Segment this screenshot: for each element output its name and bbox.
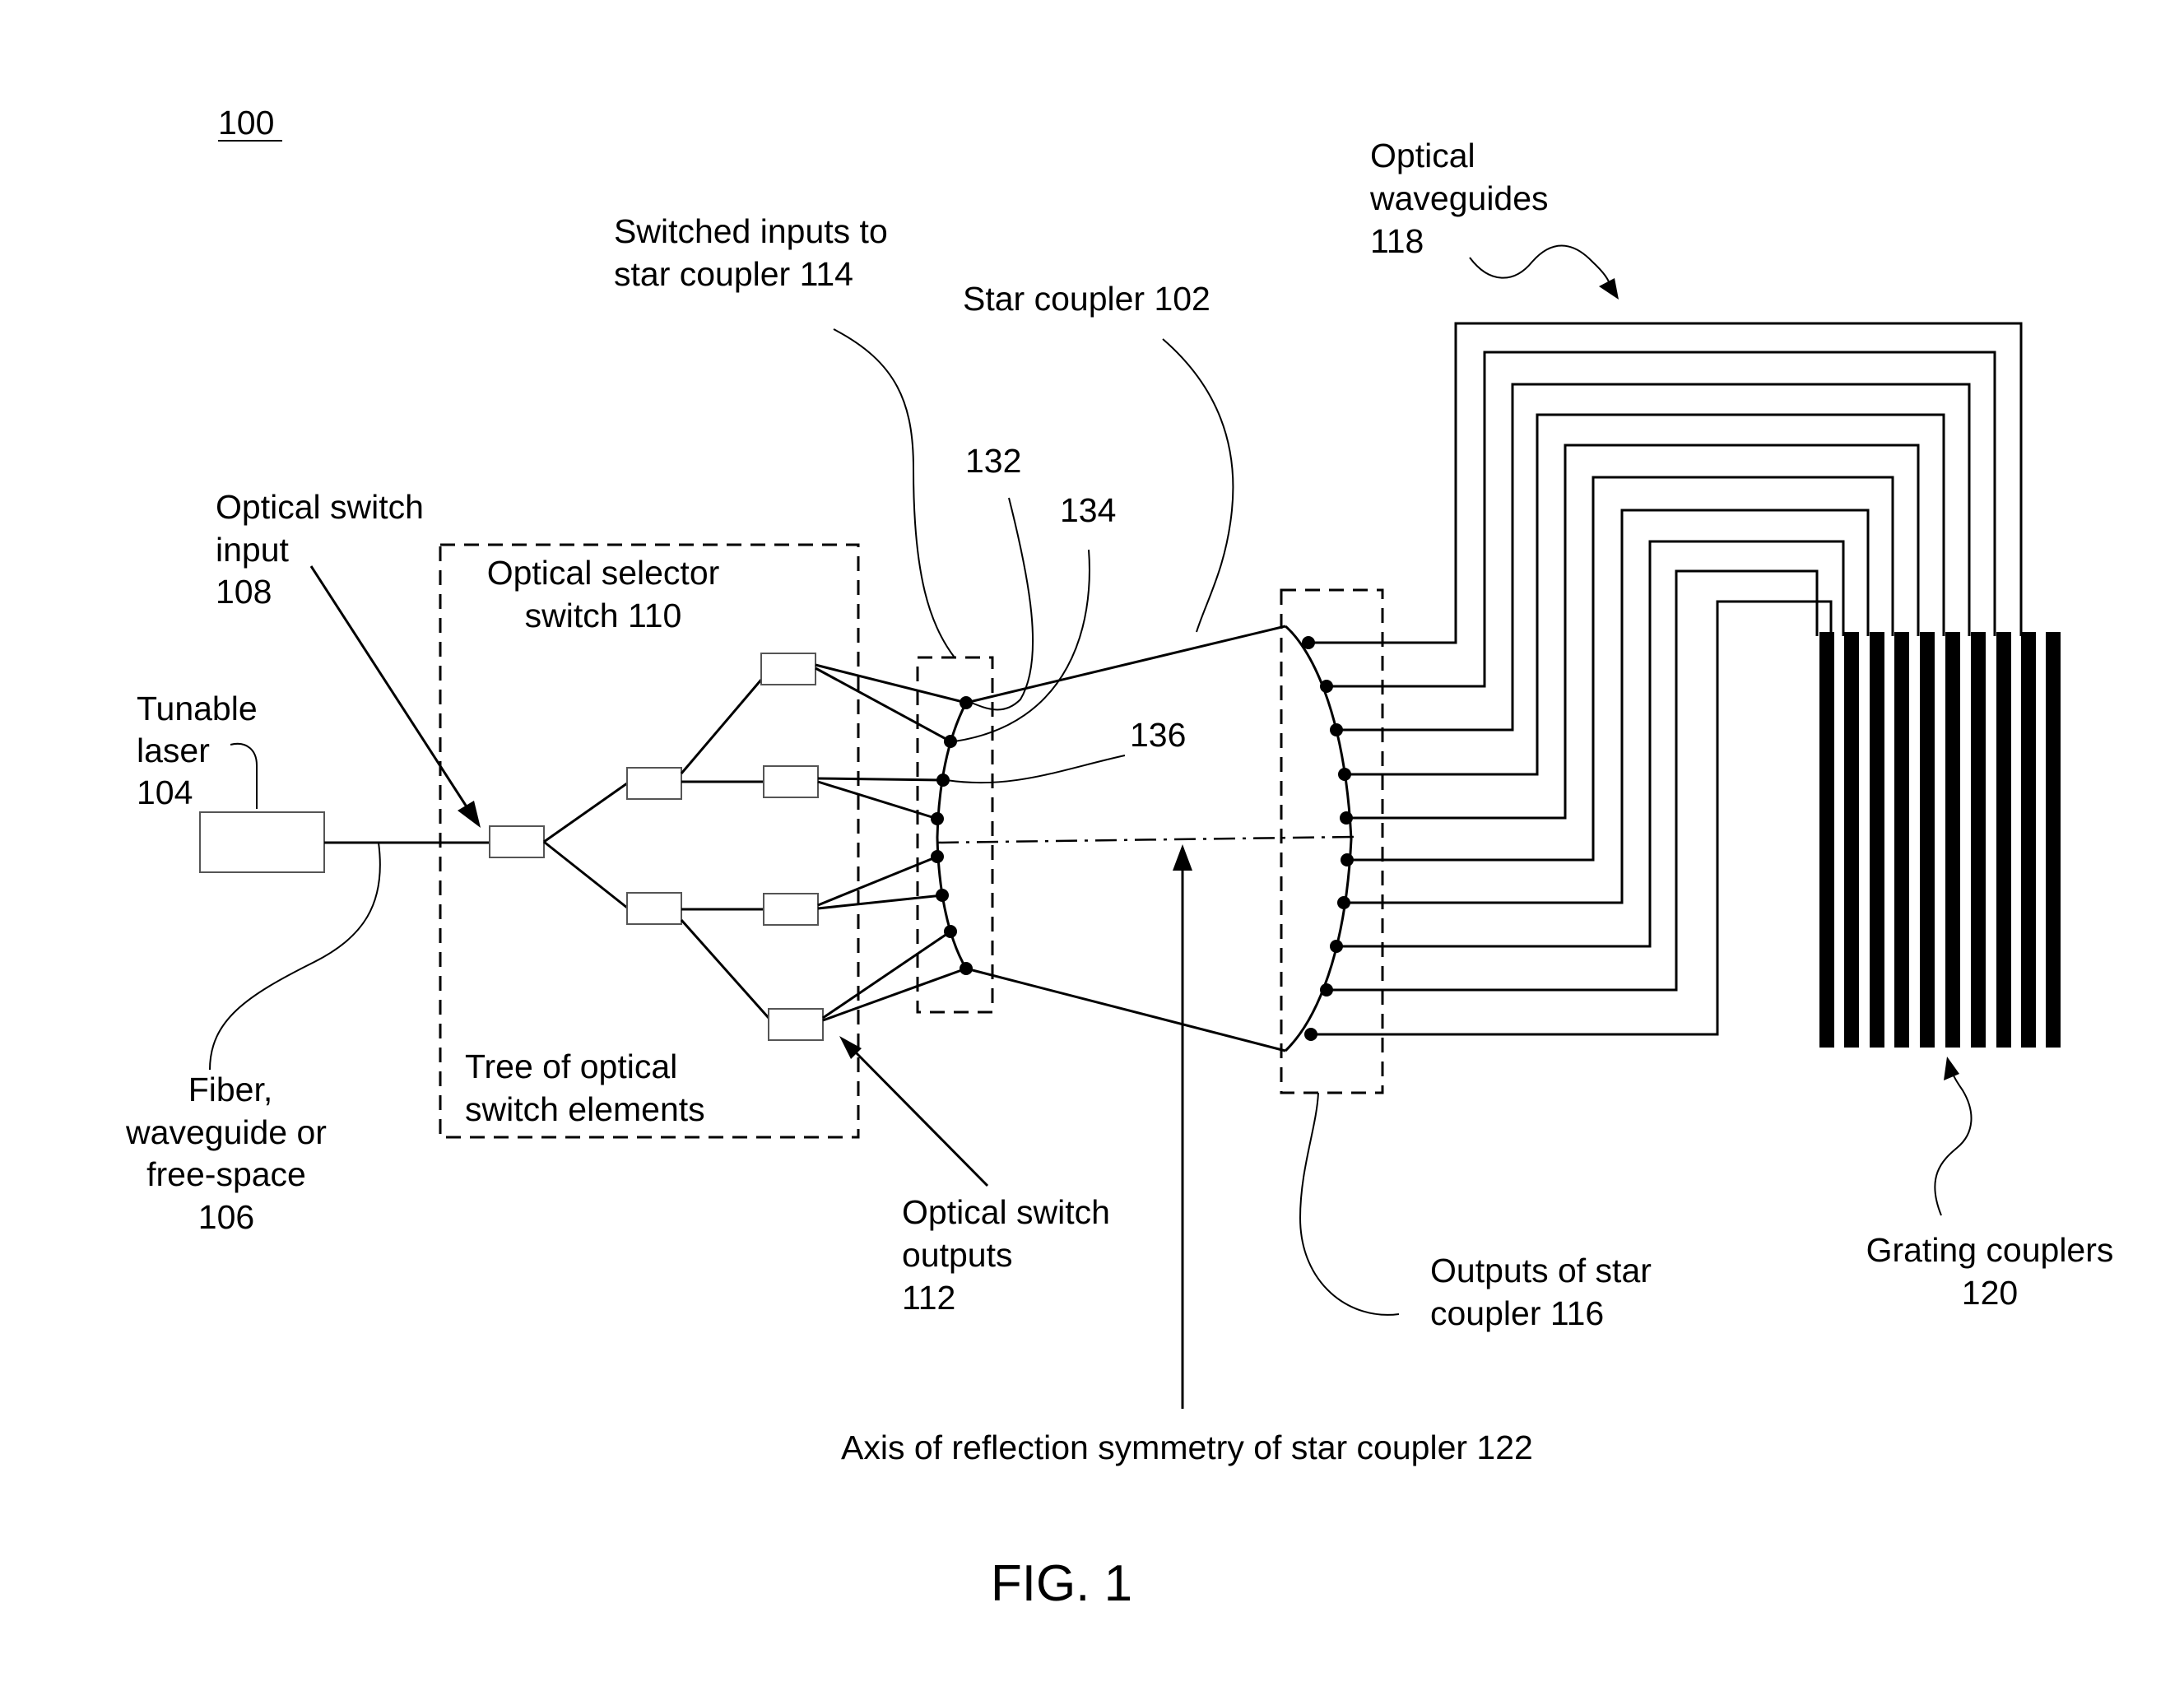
switch-outputs-label-line3: 112 [902, 1279, 955, 1317]
axis-of-symmetry-line [936, 835, 1355, 844]
switch-outputs-label-line1: Optical switch [902, 1193, 1110, 1231]
figure-reference-number: 100 [218, 104, 274, 142]
tunable-laser-label-line2: laser [137, 732, 210, 769]
waveguides-label-line1: Optical [1370, 137, 1475, 174]
fiber-label-line3: free-space [146, 1155, 306, 1193]
ref-132-label: 132 [965, 442, 1021, 480]
switch-input-label-line1: Optical switch [216, 488, 424, 526]
ref-134-label: 134 [1060, 491, 1116, 529]
selector-switch-label-line2: switch 110 [525, 597, 682, 634]
star-coupler-output-edge [1284, 625, 1353, 1052]
switched-inputs-boundary [916, 656, 994, 1014]
optical-waveguides [1302, 322, 2023, 1041]
tunable-laser-label-line3: 104 [137, 774, 193, 811]
tunable-laser-label-line1: Tunable [137, 690, 258, 727]
axis-label: Axis of reflection symmetry of star coup… [841, 1429, 1533, 1466]
leaf-switch-element-2 [763, 765, 819, 798]
star-coupler-leader [1162, 338, 1234, 633]
fiber-label-line2: waveguide or [125, 1113, 327, 1151]
switched-inputs-leader [833, 328, 955, 658]
waveguides-arrowhead [1599, 278, 1619, 300]
ref-132-leader [969, 497, 1034, 711]
fiber-label-line1: Fiber, [188, 1071, 273, 1108]
waveguides-leader [1469, 244, 1612, 289]
switched-inputs-label-line2: star coupler 114 [614, 255, 853, 293]
switch-input-label-line3: 108 [216, 573, 272, 611]
waveguides-label-line2: waveguides [1369, 179, 1549, 217]
grating-couplers-label-line1: Grating couplers [1866, 1231, 2114, 1269]
fiber-label-line4: 106 [198, 1198, 254, 1236]
star-outputs-label-line1: Outputs of star [1430, 1252, 1652, 1289]
grating-couplers-label-line2: 120 [1962, 1274, 2018, 1312]
star-coupler-input-edge [936, 702, 968, 969]
ref-136-label: 136 [1130, 716, 1186, 754]
switch-outputs-arrow-shaft [853, 1049, 989, 1187]
leaf-switch-element-1 [760, 653, 816, 685]
tunable-laser-leader [230, 742, 258, 809]
switch-outputs-label-line2: outputs [902, 1236, 1013, 1274]
switch-input-arrow-shaft [309, 565, 471, 811]
switched-inputs-label-line1: Switched inputs to [614, 212, 888, 250]
star-outputs-leader [1299, 1092, 1400, 1316]
grating-couplers-leader [1934, 1071, 1973, 1216]
optical-selector-switch-boundary [439, 543, 860, 1139]
waveguides-label-line3: 118 [1370, 222, 1424, 260]
star-coupler [931, 625, 1353, 1052]
tree-label-line1: Tree of optical [465, 1048, 677, 1085]
tunable-laser-box [199, 811, 325, 873]
grating-couplers-arrowhead [1944, 1057, 1959, 1080]
switch-element-upper [626, 767, 682, 800]
tree-label-line2: switch elements [465, 1090, 705, 1128]
star-outputs-label-line2: coupler 116 [1430, 1294, 1604, 1332]
root-switch-element [489, 825, 545, 858]
grating-couplers [1819, 632, 2061, 1048]
star-outputs-boundary [1280, 588, 1384, 1094]
selector-switch-label-line1: Optical selector [487, 554, 720, 592]
switch-element-lower [626, 892, 682, 925]
switch-outputs-arrowhead [839, 1036, 862, 1059]
figure-title: FIG. 1 [991, 1555, 1132, 1612]
fiber-leader [209, 842, 381, 1071]
axis-arrowhead [1173, 844, 1192, 871]
ref-134-leader [954, 549, 1090, 742]
star-coupler-label: Star coupler 102 [963, 280, 1210, 318]
switch-input-label-line2: input [216, 531, 290, 569]
leaf-switch-element-3 [763, 893, 819, 926]
leaf-switch-element-4 [768, 1008, 824, 1041]
switch-tree [489, 653, 824, 1041]
ref-136-leader [946, 755, 1126, 784]
switch-input-arrowhead [458, 801, 481, 828]
